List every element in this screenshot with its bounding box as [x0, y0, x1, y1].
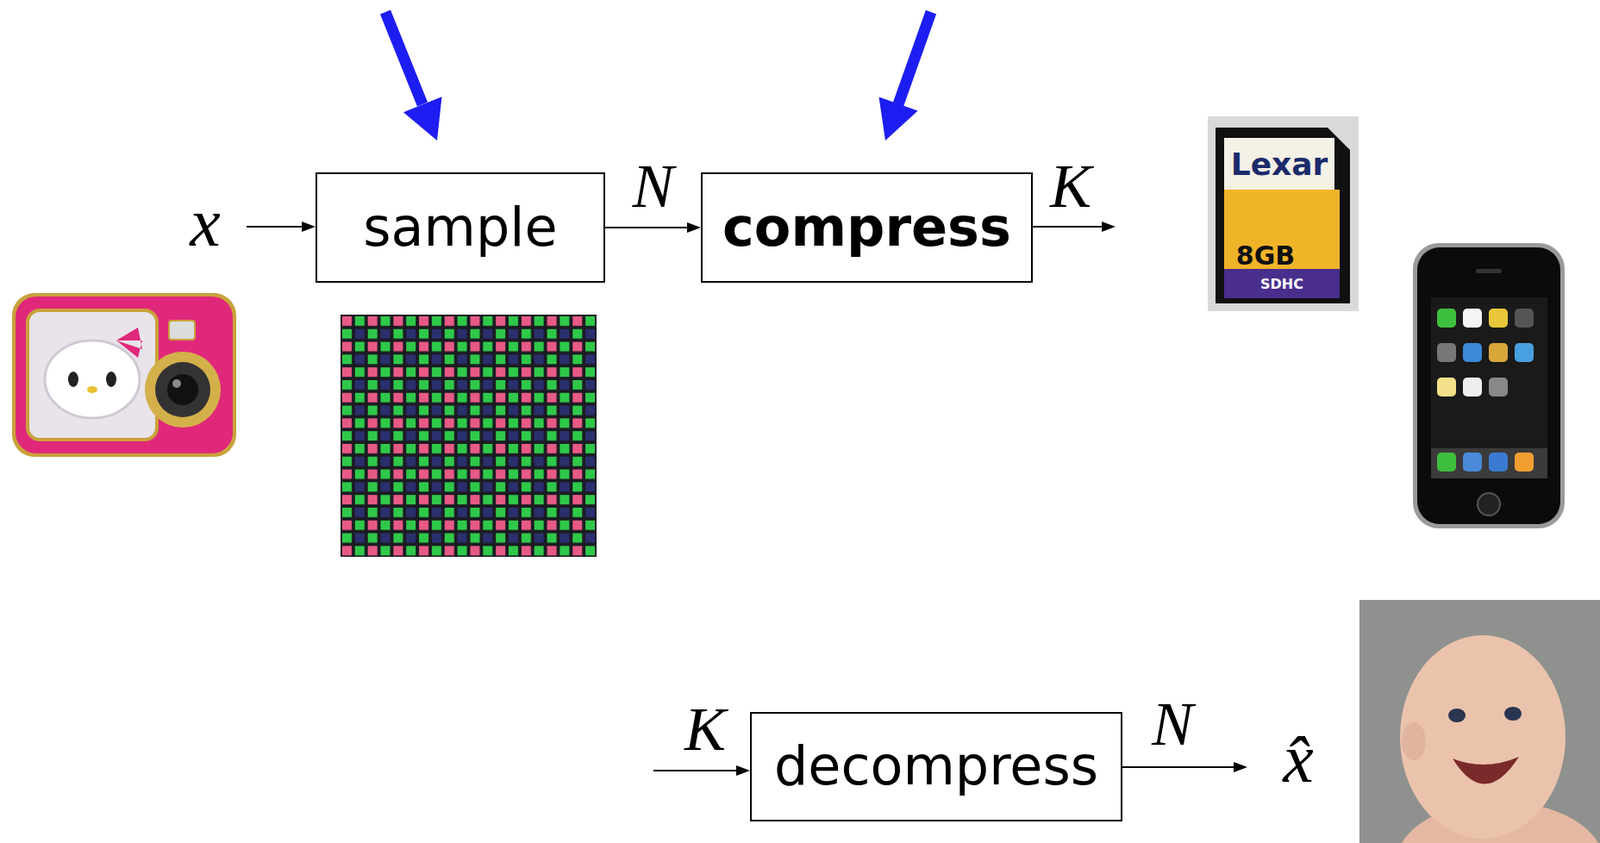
card-print: Lexar — [1231, 149, 1329, 181]
signal-arrow — [246, 221, 1248, 776]
signal-symbol: K — [1050, 155, 1092, 218]
process-box: sample — [315, 172, 606, 283]
signal-symbol: N — [631, 155, 674, 218]
camera-photo — [12, 293, 237, 457]
signal-symbol: N — [1151, 693, 1194, 756]
signal-symbol: x — [189, 187, 221, 257]
box-label: sample — [362, 198, 557, 257]
signal-arrow — [605, 222, 701, 233]
pointer-arrow — [385, 12, 932, 141]
bayer-pattern — [340, 314, 597, 557]
box-label: compress — [722, 198, 1012, 257]
phone-photo — [1412, 243, 1565, 529]
process-box: compress — [700, 172, 1033, 283]
box-label: decompress — [774, 737, 1099, 796]
signal-symbol: x̂ — [1282, 724, 1314, 794]
signal-symbol: K — [684, 698, 726, 761]
baby-photo — [1359, 600, 1600, 843]
process-box: decompress — [750, 712, 1123, 822]
sd-card-photo — [1207, 116, 1359, 312]
card-print: SDHC — [1260, 277, 1304, 292]
card-print: 8GB — [1236, 243, 1295, 269]
